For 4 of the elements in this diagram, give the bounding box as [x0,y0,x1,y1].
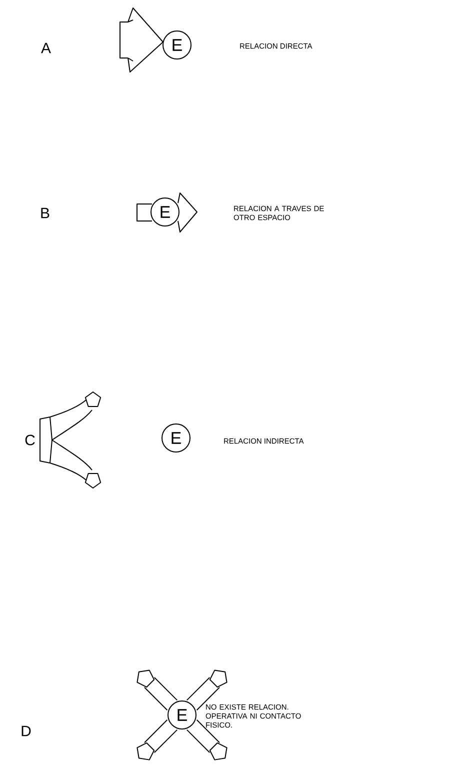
row-letter: C [25,434,35,446]
row-letter: D [22,726,31,736]
row-letter: B [41,208,50,218]
row-letter: A [41,42,51,54]
